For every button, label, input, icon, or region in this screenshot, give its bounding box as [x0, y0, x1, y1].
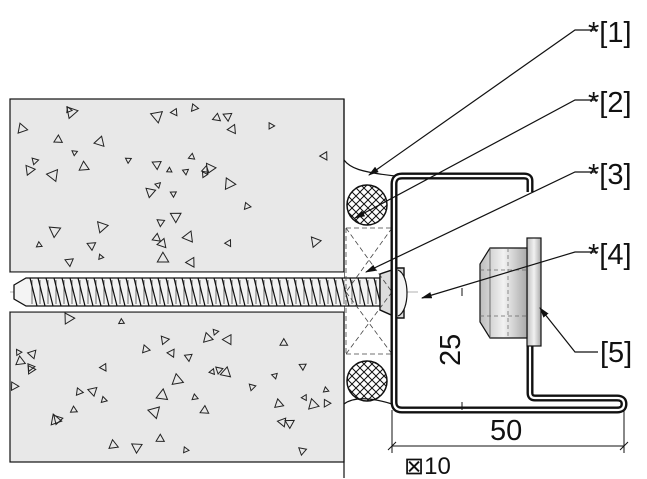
- concrete-screw: [13, 267, 408, 319]
- callout-5: [5]: [600, 337, 632, 369]
- leader-3: [365, 171, 598, 273]
- leader-1: [368, 29, 598, 176]
- callout-4: *[4]: [588, 239, 632, 271]
- callout-1: *[1]: [588, 17, 632, 49]
- backer-rod-top: [346, 184, 388, 226]
- leader-5: [539, 307, 598, 353]
- callout-2: *[2]: [588, 87, 632, 119]
- sealant-top: [343, 159, 396, 177]
- leader-4: [420, 251, 598, 299]
- sealant-bottom: [343, 398, 393, 405]
- dimension-50: [387, 410, 629, 453]
- section-mark-label: ⊠10: [404, 453, 451, 479]
- dimension-width-label: 50: [490, 415, 522, 447]
- backer-rod-bottom: [346, 360, 388, 402]
- dimension-height-label: 25: [435, 334, 467, 366]
- channel-nut: [479, 237, 542, 347]
- callout-3: *[3]: [588, 159, 632, 191]
- leader-lines: [354, 29, 598, 353]
- leader-2: [354, 99, 598, 219]
- concrete-wall: [9, 98, 345, 478]
- steel-channel: [390, 172, 628, 414]
